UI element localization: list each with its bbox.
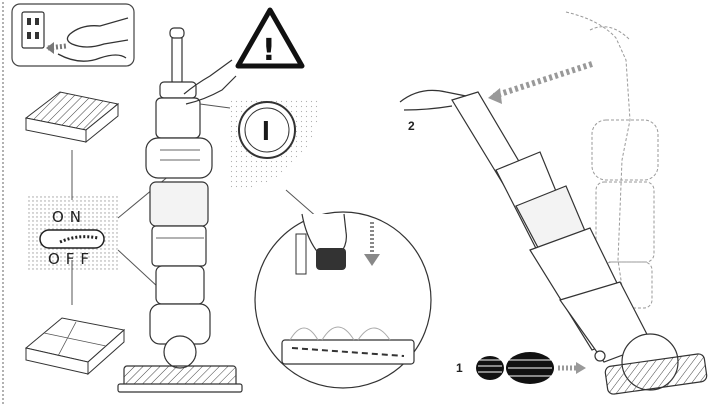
- upright-vacuum: [117, 27, 243, 393]
- hand-holding-plug: [66, 17, 129, 48]
- reclining-vacuum: [451, 91, 708, 395]
- power-switch-panel: I: [199, 100, 320, 190]
- brushbar-detail-circle: [254, 211, 432, 389]
- hand-on-handle: [183, 59, 237, 105]
- switch-on-label: ON: [52, 208, 87, 226]
- hard-floor-surface-icon: [24, 317, 126, 376]
- wall-outlet: [21, 11, 45, 49]
- arrow-left-icon: [493, 61, 593, 99]
- height-switch-panel: ON OFF: [28, 196, 118, 270]
- warning-triangle-icon: !: [235, 7, 305, 69]
- switch-off-label: OFF: [48, 250, 95, 268]
- power-cord: [57, 53, 127, 62]
- unplug-panel: [11, 3, 135, 67]
- unplug-arrow: [47, 43, 67, 51]
- carpet-surface-icon: [24, 91, 120, 144]
- foot-press-icon: [476, 352, 554, 384]
- power-switch-symbol: I: [262, 115, 270, 146]
- warning-symbol: !: [262, 33, 276, 68]
- power-button-icon: [238, 101, 296, 159]
- hand-on-handle-right: [399, 89, 467, 111]
- step-1-label: 1: [456, 361, 463, 375]
- step-2-label: 2: [408, 119, 415, 133]
